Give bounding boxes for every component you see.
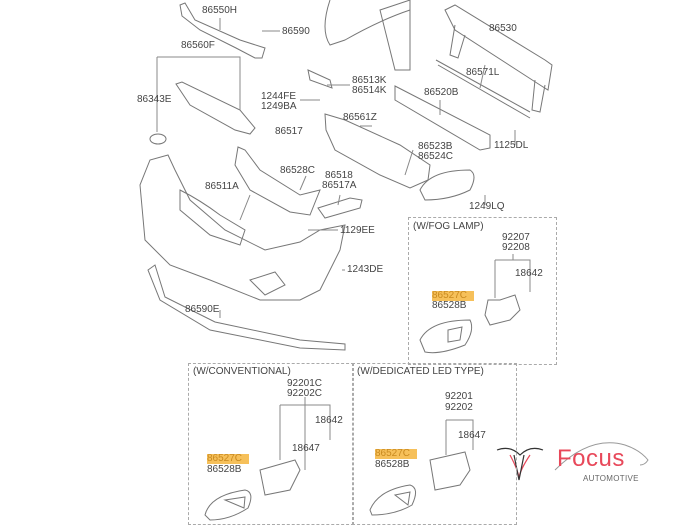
part-label: 86518 (325, 170, 353, 181)
part-label: 1243DE (347, 264, 384, 275)
part-label: 1129EE (340, 225, 375, 236)
part-bumper (139, 154, 346, 301)
part-lower-grille (324, 113, 431, 189)
fog-lamp-title: (W/FOG LAMP) (413, 221, 484, 232)
part-label: 86514K (352, 85, 387, 96)
part-label: 86517A (322, 180, 357, 191)
focus-logo-mark (496, 447, 544, 481)
led-box (352, 363, 517, 525)
part-label: 86561Z (343, 112, 377, 123)
part-label: 92201 (445, 391, 473, 402)
part-label: 86513K (352, 75, 387, 86)
logo-subtext: AUTOMOTIVE (583, 474, 639, 483)
part-label: 1249LQ (469, 201, 505, 212)
led-title: (W/DEDICATED LED TYPE) (357, 366, 484, 377)
highlighted-part-label: 86527C (207, 454, 249, 464)
part-label: 86528C (280, 165, 316, 176)
part-label: 86550H (202, 5, 238, 16)
part-label: 86590E (185, 304, 220, 315)
part-label: 86523B (418, 141, 453, 152)
part-label: 1249BA (261, 101, 297, 112)
part-label: 92208 (502, 242, 530, 253)
part-label: 86560F (181, 40, 215, 51)
focus-logo-car (554, 442, 649, 471)
part-emblem (149, 133, 167, 145)
part-86520b (394, 85, 491, 151)
part-label: 86530 (489, 23, 517, 34)
part-label: 18642 (515, 268, 543, 279)
conventional-box (188, 363, 354, 525)
fog-lamp-box (408, 217, 557, 365)
part-label: 86520B (424, 87, 459, 98)
part-label: 86524C (418, 151, 454, 162)
part-label: 86528B (207, 464, 242, 475)
part-label: 86528B (375, 459, 410, 470)
part-label: 92207 (502, 232, 530, 243)
highlighted-part-label: 86527C (432, 291, 474, 301)
part-label: 92202C (287, 388, 323, 399)
part-label: 86517 (275, 126, 303, 137)
part-label: 92201C (287, 378, 323, 389)
part-label: 86511A (205, 181, 239, 192)
part-label: 86343E (137, 94, 172, 105)
part-label: 86571L (466, 67, 500, 78)
part-label: 86528B (432, 300, 467, 311)
part-label: 18642 (315, 415, 343, 426)
part-label: 86590 (282, 26, 310, 37)
conventional-title: (W/CONVENTIONAL) (193, 366, 291, 377)
part-label: 1125DL (494, 140, 529, 151)
part-grille (175, 81, 256, 135)
part-label: 18647 (458, 430, 486, 441)
part-86530 (444, 4, 553, 91)
logo-text: Focus (557, 445, 625, 472)
part-label: 92202 (445, 402, 473, 413)
part-label: 1244FE (261, 91, 297, 102)
part-86550h (179, 2, 266, 59)
part-86523b (419, 169, 475, 201)
part-fender (324, 0, 411, 46)
highlighted-part-label: 86527C (375, 449, 417, 459)
part-86590e (147, 264, 346, 351)
part-label: 18647 (292, 443, 320, 454)
